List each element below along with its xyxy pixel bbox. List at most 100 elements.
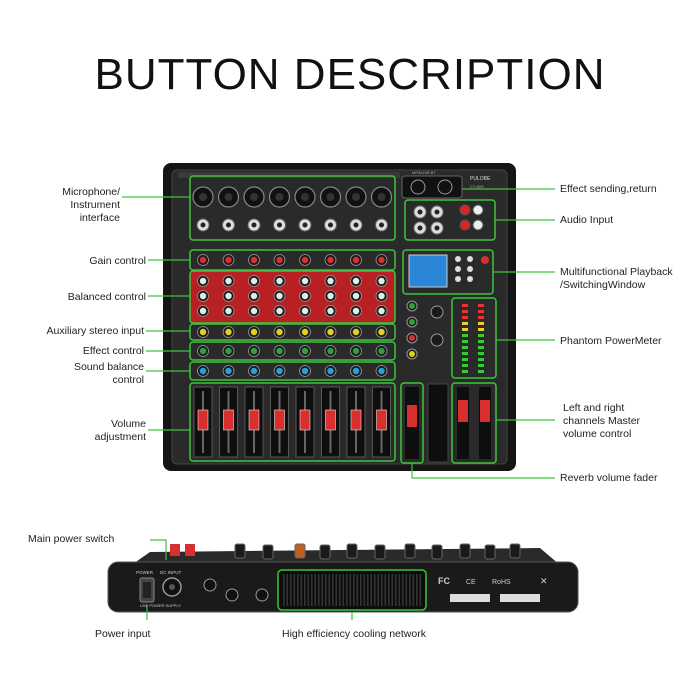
balanced-control-label: Balanced control [67,291,146,303]
pan-knob-cap [352,367,360,375]
meter-led [462,316,468,319]
aux-knob [299,326,311,338]
eq-knob [248,290,260,302]
pan-knob [324,365,337,377]
mixer-body [163,163,516,471]
eq-knob-cap [378,307,385,315]
effect-knob-cap [327,347,334,355]
lr-label-line1: Left and right [563,402,625,414]
effect-knob-cap [199,347,207,355]
fader-cap [350,409,362,431]
brand-text: PULOBE [470,176,491,182]
eq-knob [197,290,209,302]
jack-hole [434,225,440,231]
jack-hole [434,209,440,215]
gain-knob-cap [199,256,207,264]
eq-knob-cap [225,292,232,300]
fader-track [244,386,264,458]
grille-slot [370,574,373,606]
power-input-label: Power input [95,628,151,640]
master-fader-cap [458,400,468,422]
pan-knob-cap [378,367,385,375]
multi-label-line2: /SwitchingWindow [560,279,646,291]
grille-slot [363,574,366,606]
jack-input [413,205,427,219]
pan-knob-cap [199,367,207,375]
effect-send-label: Effect sending,return [560,183,657,195]
gain-knob [222,254,235,266]
grille-slot [300,574,303,606]
gain-knob-cap [276,256,283,264]
eq-knob [324,275,337,287]
meter-led [462,364,468,367]
jack-hole [302,222,308,228]
grille-slot [321,574,324,606]
aux-knob [248,326,260,338]
aux-box [189,323,396,341]
control-button [455,276,461,282]
eq-knob-cap [199,307,207,315]
fader-cap [223,409,234,431]
meter-led [462,328,468,331]
aux-knob-cap [352,328,360,336]
xlr-input [370,186,393,208]
xlr-pin [275,193,284,201]
jack-input [222,218,235,232]
pan-box [189,361,396,381]
pan-knob [299,365,311,377]
reverb-fader-label: Reverb volume fader [560,472,658,484]
eq-knob [222,290,235,302]
grille-slot [356,574,359,606]
effect-knob [248,345,260,357]
pan-knob [273,365,286,377]
eq-knob [273,290,286,302]
gain-knob-cap [352,256,360,264]
mic-label-line1: Microphone/ [62,186,120,198]
rca-input [472,219,484,231]
pan-knob-cap [327,367,334,375]
gain-knob [248,254,260,266]
meter-led [478,340,484,343]
eq-knob-cap [378,277,385,285]
master-fader-track [479,387,491,459]
gain-knob [299,254,311,266]
effect-knob [222,345,235,357]
meter-led [462,304,468,307]
aux-knob [375,326,388,338]
fader-slot [329,391,332,453]
eq-knob [324,290,337,302]
control-button [467,266,473,272]
lr-label-line3: volume control [563,428,632,440]
aux-knob-cap [199,328,207,336]
xlr-pin [301,193,309,201]
eq-knob-cap [301,307,309,315]
meter-led [478,352,484,355]
grille-slot [360,574,362,606]
eq-knob [273,275,286,287]
master-volume-label: Left and right channels Master volume co… [563,402,700,441]
rear-knob [294,543,306,559]
jack-input [375,218,388,232]
effect-box [189,341,396,361]
fader-slot [253,391,255,453]
cooling-network-label: High efficiency cooling network [282,628,426,640]
grille-slot [318,574,320,606]
fader-slot [355,391,357,453]
grille-slot [297,574,299,606]
main-power-label: Main power switch [28,533,115,545]
gain-knob-cap [225,256,232,264]
eq-knob [299,290,311,302]
fader-cap [274,409,285,431]
jack-input [273,218,286,232]
meter-led [478,334,484,337]
aux-knob-cap [327,328,334,336]
meter-led [478,328,484,331]
eq-knob-cap [327,277,334,285]
lcd-screen [408,254,448,288]
eq-knob [375,275,388,287]
gain-knob-cap [378,256,385,264]
eq-knob [324,305,337,317]
grille-slot [346,574,348,606]
fader-track [346,386,366,458]
fader-slot [227,391,230,453]
